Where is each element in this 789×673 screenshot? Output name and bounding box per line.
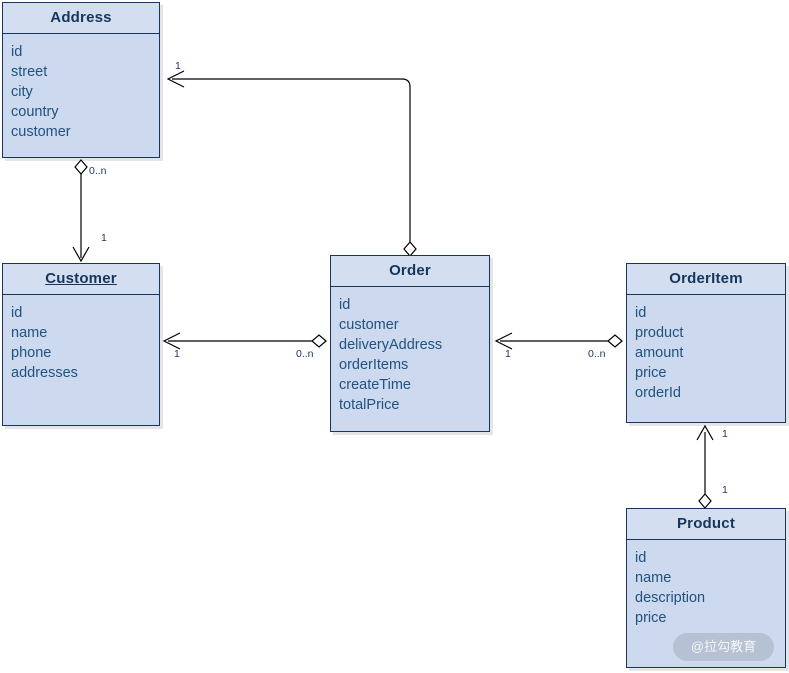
multiplicity-label: 1 (175, 60, 181, 72)
relation-orderitem-order (494, 332, 623, 350)
class-title-product: Product (627, 509, 785, 540)
uml-class-product[interactable]: Product id name description price (626, 508, 786, 668)
multiplicity-label: 1 (505, 348, 511, 360)
attribute-row: name (635, 570, 672, 586)
attribute-row: orderItems (339, 357, 409, 373)
multiplicity-label: 0..n (296, 348, 314, 360)
class-attributes-customer: id name phone addresses (3, 295, 159, 389)
multiplicity-label: 0..n (588, 348, 606, 360)
attribute-row: name (11, 325, 48, 341)
relation-line-order-address (172, 78, 411, 242)
aggregation-diamond-order-top (403, 241, 417, 257)
class-title-customer: Customer (3, 264, 159, 295)
class-attributes-address: id street city country customer (3, 34, 159, 148)
class-attributes-product: id name description price (627, 540, 785, 634)
uml-class-order[interactable]: Order id customer deliveryAddress orderI… (330, 255, 490, 432)
attribute-row: street (11, 64, 48, 80)
open-arrowhead-orderitem-bottom (696, 424, 714, 441)
attribute-row: totalPrice (339, 397, 400, 413)
relation-product-orderitem (696, 424, 714, 509)
aggregation-diamond-address (74, 159, 88, 175)
watermark: @拉勾教育 (673, 633, 774, 661)
multiplicity-label: 0..n (89, 165, 107, 177)
attribute-row: phone (11, 345, 52, 361)
attribute-row: orderId (635, 385, 681, 401)
class-title-order: Order (331, 256, 489, 287)
open-arrowhead-address (166, 70, 185, 88)
attribute-row: id (635, 550, 647, 566)
aggregation-diamond-product-top (698, 493, 712, 509)
class-title-address: Address (3, 3, 159, 34)
relation-order-address (166, 70, 417, 257)
aggregation-diamond-orderitem-left (607, 334, 623, 348)
multiplicity-label: 1 (722, 484, 728, 496)
class-attributes-orderitem: id product amount price orderId (627, 295, 785, 409)
open-arrowhead-customer (72, 246, 90, 263)
attribute-row: id (635, 305, 647, 321)
open-arrowhead-order-right (494, 332, 513, 350)
aggregation-diamond-order-left (311, 334, 327, 348)
relation-order-customer (162, 332, 327, 350)
multiplicity-label: 1 (174, 348, 180, 360)
attribute-row: description (635, 590, 706, 606)
class-title-orderitem: OrderItem (627, 264, 785, 295)
attribute-row: id (11, 44, 23, 60)
attribute-row: customer (339, 317, 399, 333)
attribute-row: country (11, 104, 59, 120)
uml-class-orderitem[interactable]: OrderItem id product amount price orderI… (626, 263, 786, 423)
attribute-row: product (635, 325, 684, 341)
attribute-row: id (11, 305, 23, 321)
class-attributes-order: id customer deliveryAddress orderItems c… (331, 287, 489, 421)
multiplicity-label: 1 (722, 428, 728, 440)
multiplicity-label: 1 (101, 232, 107, 244)
open-arrowhead-customer-right (162, 332, 181, 350)
attribute-row: amount (635, 345, 684, 361)
attribute-row: createTime (339, 377, 411, 393)
uml-class-address[interactable]: Address id street city country customer (2, 2, 160, 158)
attribute-row: customer (11, 124, 71, 140)
attribute-row: price (635, 610, 667, 626)
attribute-row: price (635, 365, 667, 381)
attribute-row: city (11, 84, 33, 100)
uml-class-customer[interactable]: Customer id name phone addresses (2, 263, 160, 426)
attribute-row: id (339, 297, 351, 313)
attribute-row: addresses (11, 365, 78, 381)
attribute-row: deliveryAddress (339, 337, 443, 353)
relation-address-customer (72, 159, 90, 263)
